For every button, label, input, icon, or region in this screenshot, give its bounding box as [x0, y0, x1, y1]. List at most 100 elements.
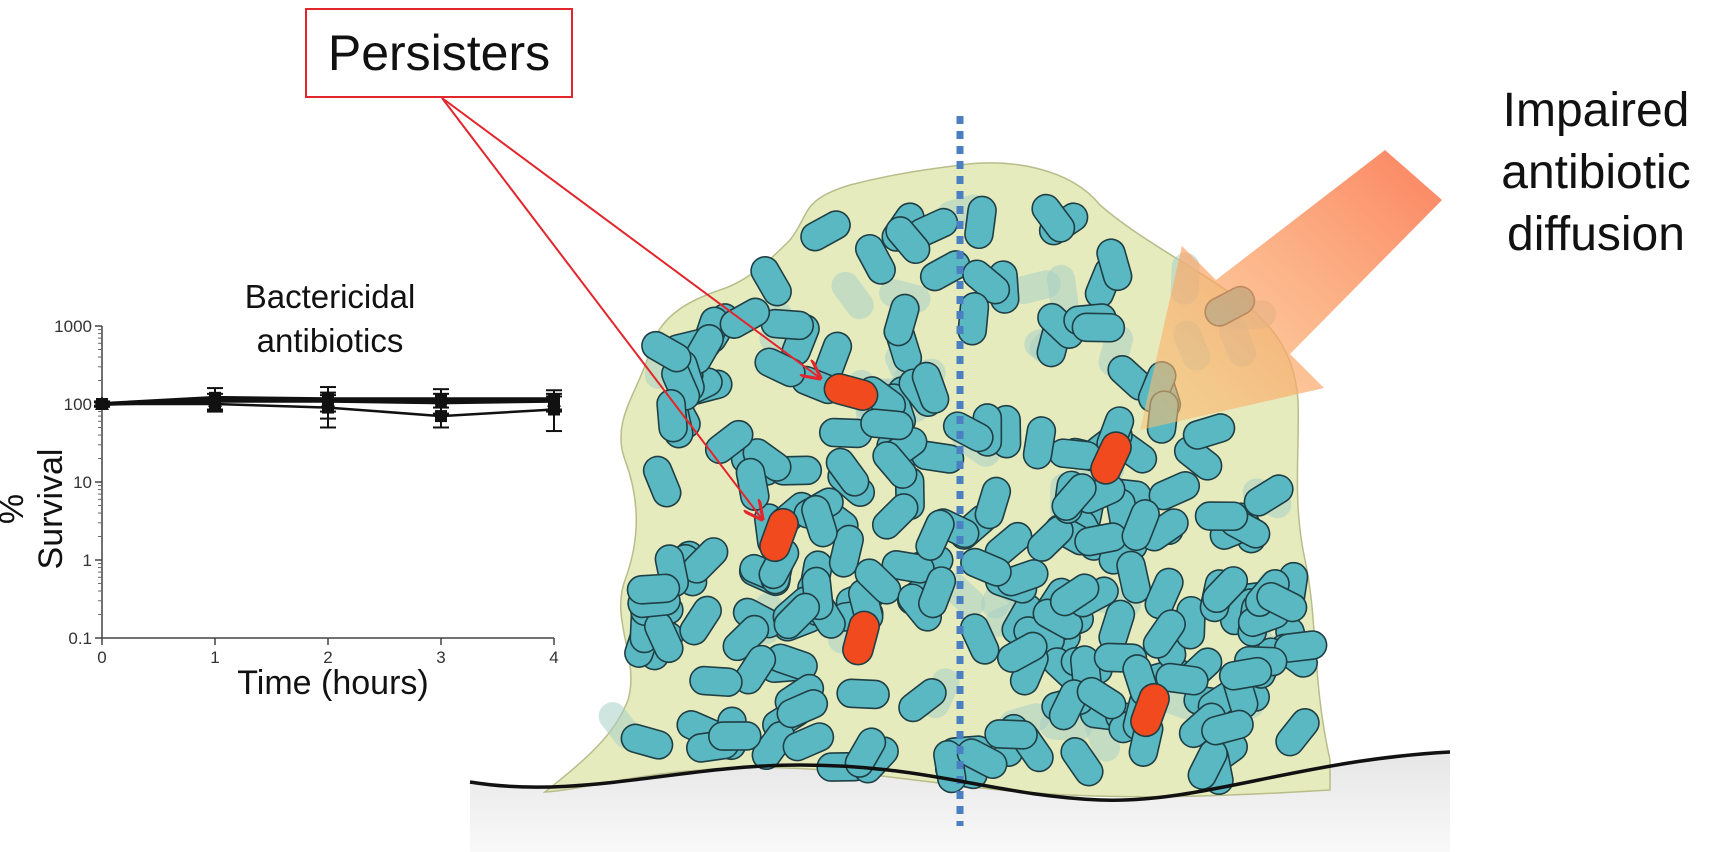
bacterium [679, 595, 722, 646]
bacterium [825, 447, 870, 497]
bacterium [974, 476, 1012, 530]
bacterium [1076, 676, 1127, 720]
impaired-line-1: Impaired [1502, 84, 1690, 137]
chart-y-tick-label: 1000 [54, 317, 92, 336]
bacterium [1256, 581, 1308, 623]
bacterium [915, 509, 955, 561]
bacterium [997, 631, 1048, 673]
ghost-bacterium [831, 271, 874, 320]
persister-pointer-arrow-1 [441, 97, 820, 378]
chart-title: Bactericidal antibiotics [190, 275, 470, 363]
bacterium [959, 613, 1000, 665]
chart-x-tick-label: 3 [436, 648, 445, 667]
bacterium [642, 455, 682, 508]
bacterium [1201, 566, 1249, 614]
persister-pointer-arrow-2 [441, 97, 762, 519]
chart-point [435, 410, 447, 423]
bacterium [964, 195, 997, 250]
chart-x-tick-label: 2 [323, 648, 332, 667]
persister-cell [1090, 431, 1132, 485]
bacterium [641, 330, 692, 373]
persister-cell [1130, 682, 1170, 738]
bacterium [750, 256, 792, 307]
bacterium [800, 210, 851, 252]
bacterium [919, 250, 971, 292]
bacterium [1071, 312, 1126, 343]
bacterium [1022, 416, 1057, 470]
chart-y-tick-label: 0.1 [68, 629, 92, 648]
bacterium [854, 558, 902, 605]
bacterium [1144, 567, 1184, 620]
persister-cell [842, 610, 880, 666]
bacterium [942, 411, 994, 453]
bacterium [776, 689, 829, 729]
chart-title-line-1: Bactericidal [244, 278, 416, 315]
persister-layer [759, 373, 1170, 738]
bacterium [782, 722, 835, 762]
bacterium [1060, 737, 1104, 787]
chart-x-tick-label: 0 [97, 648, 106, 667]
persister-cell [823, 373, 879, 411]
chart-x-tick-label: 1 [210, 648, 219, 667]
bacterium [1121, 499, 1160, 552]
bacterium [917, 566, 957, 619]
bacterium [1116, 550, 1151, 604]
bacterium [871, 493, 919, 540]
bacterium [773, 592, 821, 640]
bacterium [707, 721, 762, 751]
bacterium [872, 441, 918, 489]
bacterium [801, 494, 838, 548]
bacterium [860, 408, 914, 441]
chart-point [209, 398, 221, 410]
bacterium [656, 388, 688, 443]
bacterium [1051, 473, 1097, 521]
chart-y-tick-label: 100 [64, 395, 92, 414]
bacterium [1155, 662, 1209, 696]
bacterium [1142, 609, 1186, 659]
bacterium [885, 216, 931, 265]
chart-point [96, 398, 108, 410]
bacterium [689, 665, 743, 697]
bacterium [626, 573, 681, 605]
bacterium [1218, 656, 1273, 691]
bacterium [620, 723, 674, 760]
bacterium [883, 293, 920, 347]
chart-y-tick-label: 1 [83, 551, 92, 570]
bacterium [844, 727, 887, 778]
chart-axes [95, 325, 555, 645]
substrate-line [469, 750, 1451, 802]
bacterium [733, 644, 777, 695]
chart-y-axis-label: % Survival [0, 448, 70, 570]
bacterium [836, 678, 890, 710]
chart-x-axis-label: Time (hours) [237, 664, 429, 702]
chart-point [322, 401, 334, 414]
bacterium [1201, 709, 1254, 746]
impaired-line-2: antibiotic [1501, 146, 1691, 199]
bacterium [911, 361, 950, 414]
ghost-bacterium [1009, 270, 1061, 305]
bacterium [1031, 193, 1076, 243]
bacterium [898, 677, 947, 723]
impaired-diffusion-label: Impaired antibiotic diffusion [1470, 80, 1722, 266]
bacterium [854, 233, 896, 285]
chart-point [434, 394, 448, 409]
bacterium [1049, 573, 1100, 617]
chart-title-line-2: antibiotics [256, 322, 404, 359]
bacterium [719, 297, 771, 339]
chart-series [94, 386, 562, 433]
bacterium [1275, 708, 1320, 757]
bacterium [1194, 501, 1249, 532]
bacterium [1096, 238, 1133, 292]
bacterium [1182, 413, 1236, 450]
persisters-label: Persisters [327, 25, 551, 81]
chart-point [548, 403, 560, 416]
antibiotic-diffusion-arrow [1140, 150, 1442, 430]
bacterium [828, 524, 864, 578]
bacteria-layer [620, 193, 1328, 795]
bacterium [704, 419, 754, 465]
impaired-line-3: diffusion [1507, 208, 1685, 261]
